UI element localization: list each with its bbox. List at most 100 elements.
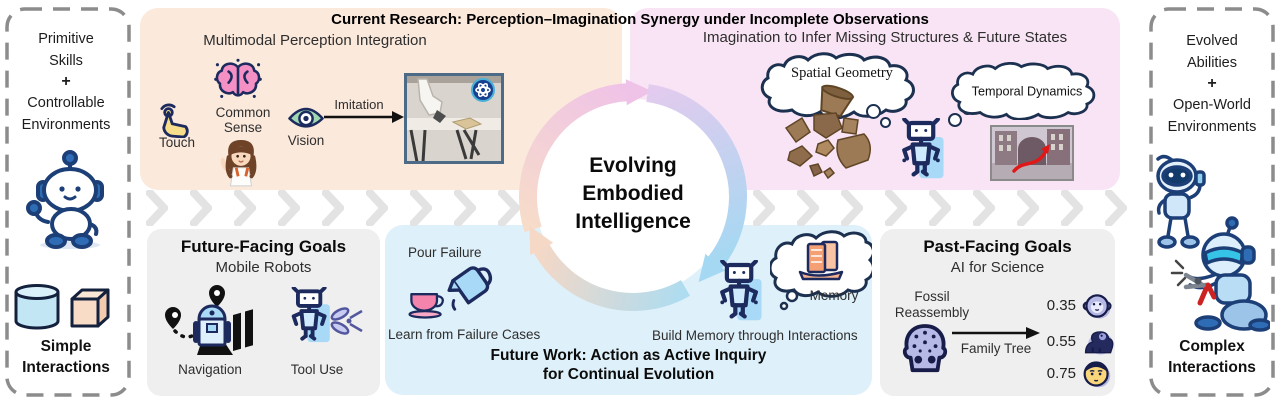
caption-line: Simple	[40, 338, 92, 355]
caption-line: Primitive	[38, 31, 94, 47]
caption-line: Evolving	[589, 154, 677, 177]
imitation-arrow-icon	[324, 111, 404, 123]
past-goals-title: Past-Facing Goals	[923, 237, 1072, 256]
fossil-reassembly-label: Fossil Reassembly	[890, 289, 974, 321]
spatial-geometry-thought-cloud: Spatial Geometry	[760, 52, 915, 120]
common-sense-label: Common Sense	[204, 105, 282, 135]
imagination-panel-title: Imagination to Infer Missing Structures …	[702, 29, 1068, 46]
right-sidebar-dashed-border	[1149, 7, 1275, 397]
future-work-title-line2: for Continual Evolution	[542, 366, 715, 383]
chevron-right-icon	[1105, 190, 1127, 226]
caption-line: Interactions	[22, 359, 110, 376]
caption-line: Environments	[1167, 119, 1257, 135]
figure-header: Current Research: Perception–Imagination…	[331, 11, 929, 28]
chevron-right-icon	[1017, 190, 1039, 226]
waving-girl-icon	[220, 140, 257, 187]
build-memory-label: Build Memory through Interactions	[652, 328, 858, 343]
left-sidebar-dashed-border	[5, 7, 131, 397]
center-title: Evolving Embodied Intelligence	[533, 152, 733, 236]
caption-line: Embodied	[582, 182, 684, 205]
robot-icon	[902, 118, 944, 179]
right-sidebar-caption: Evolved Abilities + Open-World Environme…	[1152, 30, 1272, 138]
chevron-right-icon	[234, 190, 256, 226]
progress-chevrons-right	[753, 190, 1127, 226]
memory-thought-cloud: Memory	[770, 230, 872, 311]
memory-label: Memory	[810, 288, 859, 303]
cylinder-icon	[14, 284, 60, 330]
score-value: 0.75	[1046, 365, 1076, 382]
human-icon	[1083, 361, 1111, 388]
spatial-geometry-label: Spatial Geometry	[791, 65, 894, 81]
chevron-right-icon	[454, 190, 476, 226]
family-tree-arrow-icon	[952, 327, 1040, 339]
card-index-icon	[798, 240, 844, 281]
robot-icon	[720, 260, 762, 321]
caption-line: Open-World	[1173, 97, 1251, 113]
caption-line: +	[1207, 75, 1217, 92]
caption-line: Sense	[223, 120, 263, 135]
map-route-robot-icon	[165, 285, 253, 355]
caption-line: Complex	[1179, 338, 1245, 355]
caption-line: Interactions	[1168, 359, 1256, 376]
caption-line: Reassembly	[894, 305, 970, 320]
baby-robot-icon	[26, 150, 104, 249]
tool-use-label: Tool Use	[290, 362, 344, 377]
caption-line: Controllable	[27, 95, 105, 111]
caption-line: Evolved	[1186, 33, 1238, 49]
cube-icon	[70, 288, 110, 328]
temporal-dynamics-thought-cloud: Temporal Dynamics	[950, 62, 1096, 120]
chevron-right-icon	[797, 190, 819, 226]
r2d2-robot-icon	[193, 304, 231, 347]
perception-panel-title: Multimodal Perception Integration	[203, 32, 427, 49]
touch-hand-icon	[160, 103, 189, 138]
caption-line: +	[61, 73, 71, 90]
caption-line: Skills	[49, 53, 83, 69]
caption-line: Intelligence	[575, 210, 691, 233]
teacup-icon	[408, 293, 444, 319]
monkey-icon	[1082, 294, 1112, 319]
future-goals-title: Future-Facing Goals	[180, 237, 347, 256]
thought-bubble-dot	[948, 113, 962, 127]
chevron-right-icon	[929, 190, 951, 226]
pot-fragments-icon	[784, 112, 871, 180]
thought-bubble-dot	[866, 104, 881, 119]
robot-icon	[291, 287, 330, 343]
pour-failure-label: Pour Failure	[408, 245, 482, 260]
gorilla-icon	[1084, 331, 1114, 355]
chevron-right-icon	[1061, 190, 1083, 226]
chevron-right-icon	[753, 190, 775, 226]
chevron-right-icon	[278, 190, 300, 226]
future-goals-subtitle: Mobile Robots	[215, 259, 312, 276]
chevron-right-icon	[322, 190, 344, 226]
caption-line: Common	[215, 105, 271, 120]
pouring-pitcher-icon	[447, 266, 493, 311]
chevron-right-icon	[973, 190, 995, 226]
caption-line: Fossil	[914, 289, 950, 304]
vision-label: Vision	[287, 133, 325, 148]
chevron-right-icon	[146, 190, 168, 226]
imitation-label: Imitation	[334, 97, 384, 112]
evolution-cycle-ring	[518, 79, 747, 311]
progress-chevrons-left	[146, 190, 520, 226]
right-sidebar-bottom-label: Complex Interactions	[1152, 336, 1272, 378]
brain-icon	[214, 58, 262, 98]
street-photo	[990, 125, 1074, 181]
chevron-right-icon	[410, 190, 432, 226]
touch-label: Touch	[158, 135, 196, 150]
family-tree-label: Family Tree	[960, 341, 1032, 356]
standing-robot-icon	[1156, 154, 1206, 249]
left-sidebar-caption: Primitive Skills + Controllable Environm…	[6, 28, 126, 136]
chevron-right-icon	[190, 190, 212, 226]
past-goals-subtitle: AI for Science	[950, 259, 1045, 276]
skull-icon	[902, 324, 948, 373]
chevron-right-icon	[841, 190, 863, 226]
score-value: 0.55	[1046, 333, 1076, 350]
score-value: 0.35	[1046, 297, 1076, 314]
chevron-right-icon	[366, 190, 388, 226]
learn-from-failure-label: Learn from Failure Cases	[388, 327, 541, 342]
eye-icon	[288, 107, 324, 128]
navigation-label: Navigation	[178, 362, 242, 377]
future-work-title-line1: Future Work: Action as Active Inquiry	[490, 347, 767, 364]
scissors-icon	[330, 307, 363, 335]
